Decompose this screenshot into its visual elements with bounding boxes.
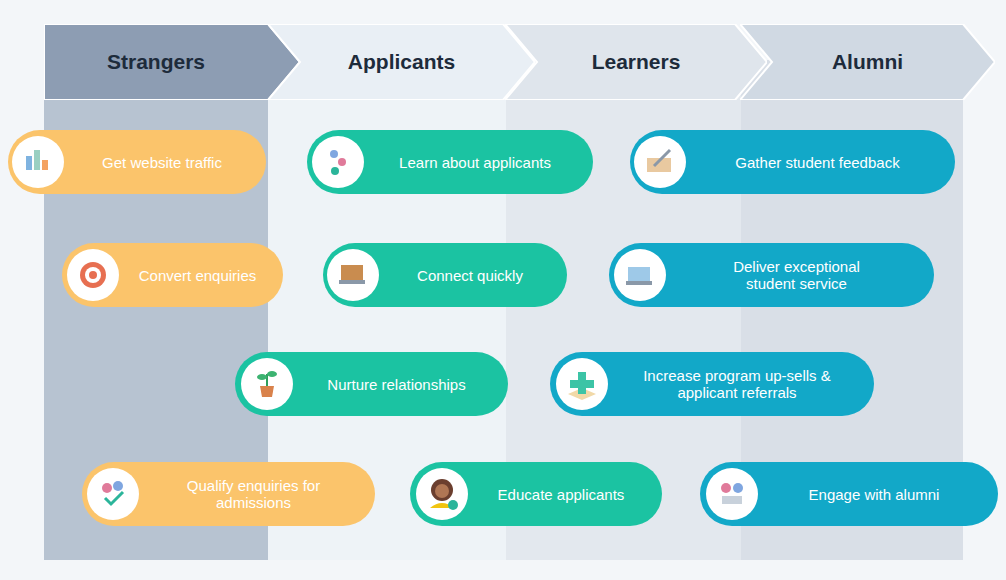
activity-label: Educate applicants: [498, 486, 625, 503]
activity-pill: Nurture relationships: [235, 352, 508, 416]
icon: [634, 136, 686, 188]
stage-header: Alumni: [740, 24, 995, 100]
stage-header: Strangers: [44, 24, 300, 100]
pill-text-box: Qualify enquiries for admissions: [144, 462, 363, 526]
activity-label: Get website traffic: [102, 154, 222, 171]
icon: [241, 358, 293, 410]
icon: [416, 468, 468, 520]
chevron-outline: [44, 24, 300, 100]
icon: [614, 249, 666, 301]
stage-header: Applicants: [268, 24, 535, 100]
activity-pill: Learn about applicants: [307, 130, 593, 194]
pill-text-box: Increase program up-sells & applicant re…: [612, 352, 862, 416]
icon: [67, 249, 119, 301]
stage-title: Applicants: [348, 50, 455, 74]
header-text-box: Alumni: [772, 24, 963, 100]
activity-pill: Educate applicants: [410, 462, 662, 526]
icon: [327, 249, 379, 301]
pill-text-box: Gather student feedback: [692, 130, 943, 194]
activity-pill: Convert enquiries: [62, 243, 283, 307]
activity-label: Connect quickly: [417, 267, 523, 284]
icon: [556, 358, 608, 410]
activity-pill: Deliver exceptional student service: [609, 243, 934, 307]
chevron-outline: [505, 24, 767, 100]
activity-label: Nurture relationships: [327, 376, 465, 393]
pill-text-box: Convert enquiries: [124, 243, 271, 307]
header-text-box: Applicants: [300, 24, 503, 100]
pill-text-box: Engage with alumni: [762, 462, 986, 526]
stage-title: Strangers: [107, 50, 205, 74]
activity-label: Learn about applicants: [399, 154, 551, 171]
icon: [12, 136, 64, 188]
activity-pill: Get website traffic: [8, 130, 266, 194]
chevron-outline: [740, 24, 995, 100]
activity-pill: Qualify enquiries for admissions: [82, 462, 375, 526]
activity-label: Gather student feedback: [735, 154, 899, 171]
activity-pill: Gather student feedback: [630, 130, 955, 194]
stage-title: Learners: [592, 50, 681, 74]
pill-text-box: Learn about applicants: [369, 130, 581, 194]
pill-text-box: Educate applicants: [472, 462, 650, 526]
header-text-box: Strangers: [44, 24, 268, 100]
activity-label: Engage with alumni: [809, 486, 940, 503]
pill-text-box: Nurture relationships: [297, 352, 496, 416]
activity-pill: Connect quickly: [323, 243, 567, 307]
pill-text-box: Deliver exceptional student service: [671, 243, 922, 307]
header-text-box: Learners: [537, 24, 735, 100]
pill-text-box: Connect quickly: [385, 243, 555, 307]
activity-label: Convert enquiries: [139, 267, 257, 284]
icon: [87, 468, 139, 520]
stage-header: Learners: [505, 24, 767, 100]
pill-text-box: Get website traffic: [70, 130, 254, 194]
icon: [312, 136, 364, 188]
activity-pill: Engage with alumni: [700, 462, 998, 526]
activity-label: Qualify enquiries for admissions: [169, 477, 339, 511]
activity-label: Increase program up-sells & applicant re…: [627, 367, 847, 401]
stage-title: Alumni: [832, 50, 903, 74]
activity-label: Deliver exceptional student service: [717, 258, 877, 292]
activity-pill: Increase program up-sells & applicant re…: [550, 352, 874, 416]
icon: [706, 468, 758, 520]
chevron-outline: [268, 24, 535, 100]
